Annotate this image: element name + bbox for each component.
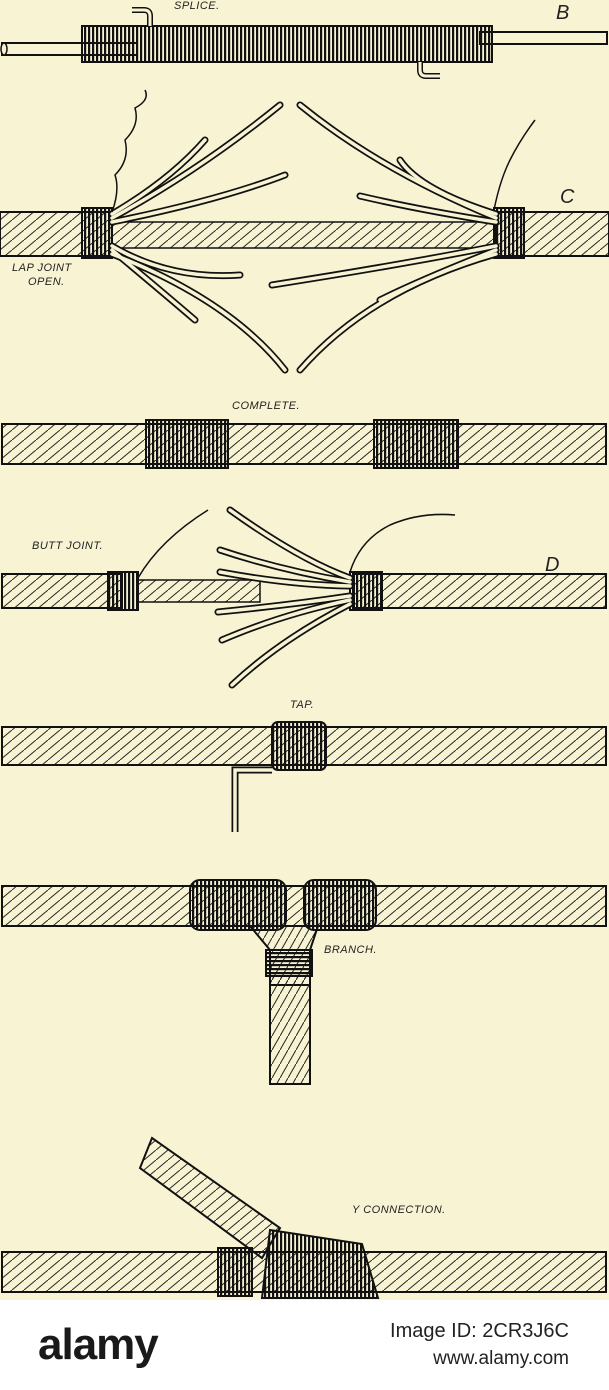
illustration-plate: SPLICE. B C LAP JOINT OPEN. COMPLETE. BU… <box>0 0 609 1300</box>
lap-joint-open-figure <box>0 89 609 374</box>
tap-figure <box>1 721 607 832</box>
figure-letter-b: B <box>556 2 570 24</box>
site-url-text: www.alamy.com <box>433 1348 569 1369</box>
open-label: OPEN. <box>28 276 65 288</box>
figure-letter-d: D <box>545 554 560 576</box>
binding-left <box>81 207 113 259</box>
wire-right <box>479 31 608 45</box>
watermark-footer: alamy Image ID: 2CR3J6C www.alamy.com <box>0 1300 609 1390</box>
lap-joint-complete-figure <box>1 419 607 469</box>
butt-joint-figure <box>1 506 607 689</box>
butt-joint-label: BUTT JOINT. <box>32 540 104 552</box>
branch-figure <box>1 879 607 1085</box>
splice-figure <box>0 7 608 79</box>
y-connection-label: Y CONNECTION. <box>352 1204 446 1216</box>
splice-wrapping <box>81 25 493 63</box>
splice-label: SPLICE. <box>174 0 220 12</box>
complete-label: COMPLETE. <box>232 400 301 412</box>
tap-label: TAP. <box>290 699 315 711</box>
branch-label: BRANCH. <box>324 944 378 956</box>
alamy-logo: alamy <box>38 1320 159 1369</box>
y-connection-figure <box>1 1136 607 1299</box>
image-id-text: Image ID: 2CR3J6C <box>390 1320 569 1342</box>
lap-joint-label: LAP JOINT <box>12 262 72 274</box>
wire-joints-drawing <box>0 7 609 1299</box>
figure-letter-c: C <box>560 186 575 208</box>
